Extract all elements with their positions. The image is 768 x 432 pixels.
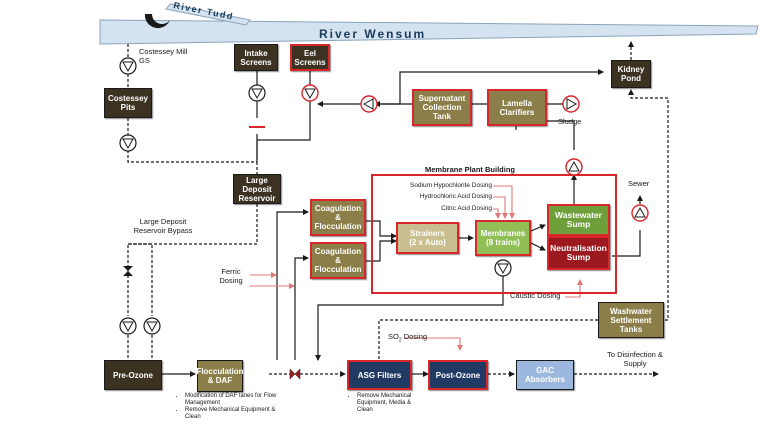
so2-subscript: 2 bbox=[398, 337, 402, 344]
mill-crescent-icon bbox=[144, 14, 170, 29]
pump-icon-membranes bbox=[494, 259, 512, 277]
pump-icon-sludge bbox=[562, 95, 580, 113]
pump-icon-eel bbox=[301, 84, 319, 102]
pre-ozone-box: Pre-Ozone bbox=[104, 360, 162, 390]
pump-icon-intake bbox=[248, 84, 266, 102]
neutralisation-sump-box: Neutralisation Sump bbox=[547, 236, 610, 270]
lamella-clarifiers-box: Lamella Clarifiers bbox=[487, 89, 547, 126]
valve-icon-red bbox=[289, 368, 301, 380]
strainers-box: Strainers (2 x Auto) bbox=[396, 222, 459, 254]
intake-screens-box: Intake Screens bbox=[234, 44, 278, 71]
caustic-dosing-label: Caustic Dosing bbox=[510, 291, 561, 300]
eel-screens-box: Eel Screens bbox=[290, 44, 330, 71]
large-deposit-reservoir-box: Large Deposit Reservoir bbox=[233, 174, 281, 204]
ferric-dosing-label: Ferric Dosing bbox=[219, 267, 243, 285]
membrane-building-outline bbox=[371, 174, 617, 294]
membranes-box: Membranes (8 trains) bbox=[475, 220, 531, 256]
membrane-building-label: Membrane Plant Building bbox=[424, 165, 515, 174]
chemical-dosing-label: Hydrochloric Acid Dosing bbox=[419, 193, 492, 200]
washwater-tanks-box: Washwater Settlement Tanks bbox=[598, 302, 664, 338]
dosing-lines bbox=[250, 185, 583, 351]
river-tudd-label: River Tudd bbox=[173, 0, 235, 22]
pump-icon-pre-ozone-1 bbox=[119, 317, 137, 335]
pump-icon-wastewater bbox=[565, 158, 583, 176]
to-disinfection-label: To Disinfection & Supply bbox=[607, 350, 663, 368]
chemical-dosing-label: Citric Acid Dosing bbox=[441, 205, 492, 212]
dashed-flow-lines bbox=[127, 41, 669, 377]
river-wensum-label: River Wensum bbox=[319, 27, 426, 41]
gac-absorbers-box: GAC Absorbers bbox=[516, 360, 574, 390]
supernatant-tank-box: Supernatant Collection Tank bbox=[412, 89, 472, 126]
bypass-label: Large Deposit Reservoir Bypass bbox=[133, 217, 193, 235]
kidney-pond-box: Kidney Pond bbox=[611, 60, 651, 88]
strainers-sublabel: (2 x Auto) bbox=[409, 238, 446, 247]
costessey-pits-box: Costessey Pits bbox=[104, 88, 152, 118]
pump-icon-pre-ozone-2 bbox=[143, 317, 161, 335]
strainers-label: Strainers bbox=[410, 229, 445, 238]
note-item: Remove Mechanical Equipment & Clean bbox=[185, 407, 285, 421]
so2-text: SO bbox=[388, 332, 399, 341]
chemical-dosing-label: Sodium Hypochlorite Dosing bbox=[409, 182, 492, 189]
pump-icon-supernatant bbox=[360, 95, 378, 113]
coagulation-box-1: Coagulation & Flocculation bbox=[310, 199, 366, 236]
asg-notes: Remove Mechanical Equipment, Media & Cle… bbox=[348, 393, 421, 414]
pump-icon-costessey bbox=[119, 57, 137, 75]
screen-bar-icon bbox=[249, 126, 265, 128]
so2-suffix: Dosing bbox=[401, 332, 428, 341]
membranes-sublabel: (8 trains) bbox=[486, 238, 520, 247]
post-ozone-box: Post-Ozone bbox=[428, 360, 488, 390]
river-tudd bbox=[165, 3, 251, 26]
valve-icon bbox=[123, 266, 133, 276]
flocculation-daf-box: Flocculation & DAF bbox=[196, 360, 244, 392]
asg-filters-box: ASG Filters bbox=[347, 360, 412, 390]
membranes-label: Membranes bbox=[480, 229, 526, 238]
pump-icon-sewer bbox=[631, 204, 649, 222]
river-wensum bbox=[99, 19, 759, 45]
pump-icon-costessey-pits bbox=[119, 134, 137, 152]
sewer-label: Sewer bbox=[628, 179, 650, 188]
coagulation-box-2: Coagulation & Flocculation bbox=[310, 242, 366, 279]
daf-notes: Modification of DAF lanes for Flow Manag… bbox=[176, 393, 285, 421]
costessey-mill-label: Costessey Mill GS bbox=[139, 47, 188, 65]
wastewater-sump-box: Wastewater Sump bbox=[547, 204, 610, 236]
note-item: Remove Mechanical Equipment, Media & Cle… bbox=[357, 393, 421, 414]
note-item: Modification of DAF lanes for Flow Manag… bbox=[185, 393, 285, 407]
so2-dosing-label: SO2 Dosing bbox=[388, 332, 448, 345]
sludge-label: Sludge bbox=[558, 117, 582, 126]
